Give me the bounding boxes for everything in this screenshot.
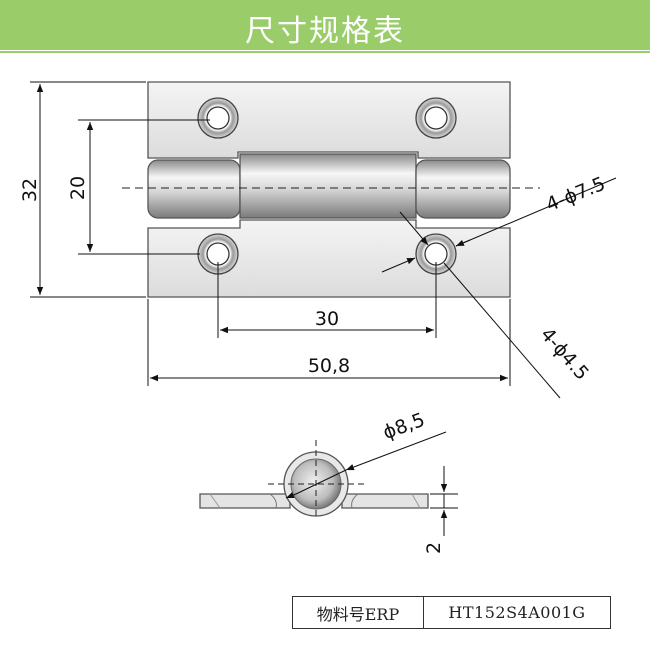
leader-countersink [381, 177, 617, 273]
mounting-hole [197, 97, 239, 139]
title-banner: 尺寸规格表 [0, 0, 650, 50]
leader-hole [399, 211, 561, 399]
dim-label-hole: 4-ϕ4.5 [536, 324, 593, 385]
dim-label-20: 20 [67, 176, 89, 200]
hinge-top-view [122, 81, 540, 298]
dim-label-32: 32 [19, 178, 41, 202]
dim-label-50-8: 50,8 [308, 355, 350, 377]
spec-label: 物料号ERP [293, 597, 424, 628]
hinge-side-view [199, 440, 429, 520]
dimension-horizontal-spacing [217, 262, 437, 338]
dimension-vertical-spacing [78, 119, 210, 255]
dimension-thickness [430, 466, 458, 536]
dim-label-2: 2 [423, 542, 445, 554]
spec-value: HT152S4A001G [448, 603, 586, 622]
spec-table: 物料号ERP HT152S4A001G [292, 596, 611, 629]
mounting-hole [415, 97, 457, 139]
upper-leaf [147, 81, 511, 159]
dimension-total-height [30, 81, 146, 298]
page-title: 尺寸规格表 [245, 14, 405, 49]
mounting-hole [197, 233, 239, 275]
knuckle-left [147, 159, 241, 219]
knuckle-middle [239, 153, 417, 219]
dim-label-knuckle: ϕ8,5 [380, 409, 428, 444]
dim-label-30: 30 [315, 308, 339, 330]
banner-divider [0, 51, 650, 53]
lower-leaf [147, 219, 511, 298]
dim-label-countersink: 4-ϕ7.5 [543, 173, 608, 217]
leader-knuckle-diameter [285, 431, 447, 499]
dimension-total-width [147, 299, 511, 386]
knuckle-right [415, 159, 511, 219]
